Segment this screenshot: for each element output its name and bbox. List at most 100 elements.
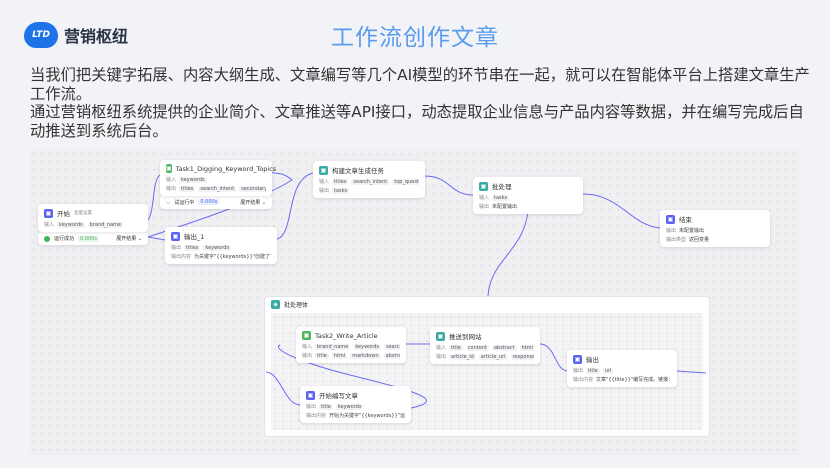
node-build[interactable]: ▣构建文章生成任务输入titlessearch_intenttop_questi… bbox=[313, 161, 425, 198]
row-label: 输出 bbox=[319, 188, 330, 194]
loading-icon: ◡ bbox=[166, 199, 171, 205]
workflow-canvas[interactable]: ◈批处理体 运行成功 0.000s 展开结果 ⌄ ◡ 试运行中 0.000s 展… bbox=[30, 150, 800, 455]
node-icon: ▣ bbox=[436, 331, 445, 341]
row-label: 输入 bbox=[302, 344, 313, 350]
node-title: 构建文章生成任务 bbox=[332, 167, 384, 175]
node-title: 批处理 bbox=[492, 183, 512, 191]
variable-tag: tasks bbox=[332, 187, 350, 194]
expand-result-link[interactable]: 展开结果 ⌄ bbox=[116, 236, 142, 242]
row-label: 输出内容 bbox=[306, 413, 327, 419]
node-row: 输出内容为关键字"{{keywords}}"创建了下面的标... bbox=[171, 253, 271, 260]
variable-tag: keywords bbox=[179, 176, 207, 183]
variable-tag: titles bbox=[179, 185, 196, 192]
node-row: 输出titlessearch_intentsecondary_k... bbox=[166, 185, 266, 192]
node-icon: ▣ bbox=[573, 354, 582, 364]
node-title: 开始编写文章 bbox=[319, 392, 358, 400]
variable-tag: markdown bbox=[350, 352, 381, 359]
node-row: 输出titlehtmlmarkdownabstract bbox=[302, 352, 400, 359]
row-label: 输出 bbox=[666, 228, 677, 234]
batch-body-title: 批处理体 bbox=[284, 302, 309, 309]
variable-tag: search_i... bbox=[384, 343, 400, 350]
start-run-status[interactable]: 运行成功 0.000s 展开结果 ⌄ bbox=[38, 232, 148, 245]
page-title: 工作流创作文章 bbox=[331, 25, 499, 51]
variable-tag: abstract bbox=[491, 344, 517, 351]
node-row: 输入brand_namekeywordssearch_i... bbox=[302, 343, 400, 350]
edge bbox=[487, 209, 529, 297]
row-text: 未配置输出 bbox=[679, 228, 705, 234]
variable-tag: titles bbox=[184, 244, 201, 251]
status-time: 0.000s bbox=[198, 199, 220, 205]
logo: LTD 营销枢纽 bbox=[24, 22, 128, 48]
variable-tag: article_id bbox=[449, 353, 476, 360]
node-row: 输出类型返回变量 bbox=[666, 236, 764, 243]
node-row: 输出未配置输出 bbox=[479, 203, 577, 210]
success-icon bbox=[44, 235, 50, 242]
row-label: 输出内容 bbox=[171, 254, 192, 260]
node-end[interactable]: ▣结束输出未配置输出输出类型返回变量 bbox=[660, 210, 770, 247]
edge bbox=[147, 174, 161, 221]
variable-tag: tasks bbox=[492, 194, 510, 201]
variable-tag: url bbox=[602, 367, 614, 374]
expand-result-link[interactable]: 展开结果 ⌄ bbox=[240, 199, 266, 206]
description: 当我们把关键字拓展、内容大纲生成、文章编写等几个AI模型的环节串在一起，就可以在… bbox=[30, 66, 810, 140]
node-icon: ▣ bbox=[306, 390, 315, 400]
variable-tag: html bbox=[331, 352, 348, 359]
row-label: 输出 bbox=[573, 368, 584, 374]
row-label: 输出 bbox=[166, 186, 177, 192]
variable-tag: top_questio... bbox=[392, 178, 419, 185]
edge bbox=[582, 193, 661, 229]
variable-tag: titles bbox=[332, 178, 349, 185]
node-title: 开始 bbox=[57, 210, 70, 218]
node-subtitle: 变量设置 bbox=[74, 211, 92, 216]
edge bbox=[424, 175, 474, 196]
description-paragraph: 通过营销枢纽系统提供的企业简介、文章推送等API接口，动态提取企业信息与产品内容… bbox=[30, 103, 804, 140]
variable-tag: title bbox=[315, 352, 329, 359]
variable-tag: keywords bbox=[57, 221, 85, 228]
row-label: 输出 bbox=[306, 404, 317, 410]
logo-cloud-icon: LTD bbox=[24, 22, 58, 48]
node-row: 输出内容开始为关键字"{{keywords}}"运写文章"{{... bbox=[306, 412, 405, 419]
row-label: 输出类型 bbox=[666, 237, 687, 243]
node-title: Task2_Write_Article bbox=[315, 331, 378, 340]
variable-tag: keywords bbox=[335, 403, 364, 410]
row-label: 输入 bbox=[319, 179, 330, 185]
status-label: 试运行中 bbox=[174, 199, 195, 206]
variable-tag: article_url bbox=[478, 353, 508, 360]
row-label: 输出 bbox=[171, 245, 182, 251]
row-text: 文章"{{title}}"编写完成。链接：{{url}} bbox=[596, 377, 671, 383]
variable-tag: title bbox=[586, 367, 600, 374]
variable-tag: response_message bbox=[510, 353, 534, 360]
row-label: 输入 bbox=[44, 222, 55, 228]
variable-tag: keywords bbox=[353, 343, 381, 350]
variable-tag: content bbox=[465, 344, 489, 351]
row-text: 未配置输出 bbox=[492, 204, 518, 210]
node-icon: ▣ bbox=[166, 164, 172, 173]
node-title: Task1_Digging_Keyword_Topics bbox=[175, 164, 277, 173]
node-title: 结束 bbox=[679, 216, 692, 224]
variable-tag: search_intent bbox=[351, 178, 390, 185]
edge bbox=[276, 172, 314, 240]
node-row: 输出未配置输出 bbox=[666, 227, 764, 234]
variable-tag: title bbox=[449, 344, 463, 351]
variable-tag: abstract bbox=[383, 352, 400, 359]
variable-tag: brand_name bbox=[87, 221, 123, 228]
task1-run-status[interactable]: ◡ 试运行中 0.000s 展开结果 ⌄ bbox=[160, 195, 272, 209]
row-label: 输出 bbox=[302, 353, 313, 359]
node-row: 输入titlessearch_intenttop_questio... bbox=[319, 178, 419, 185]
edge bbox=[147, 236, 166, 241]
node-icon: ▣ bbox=[171, 231, 180, 241]
